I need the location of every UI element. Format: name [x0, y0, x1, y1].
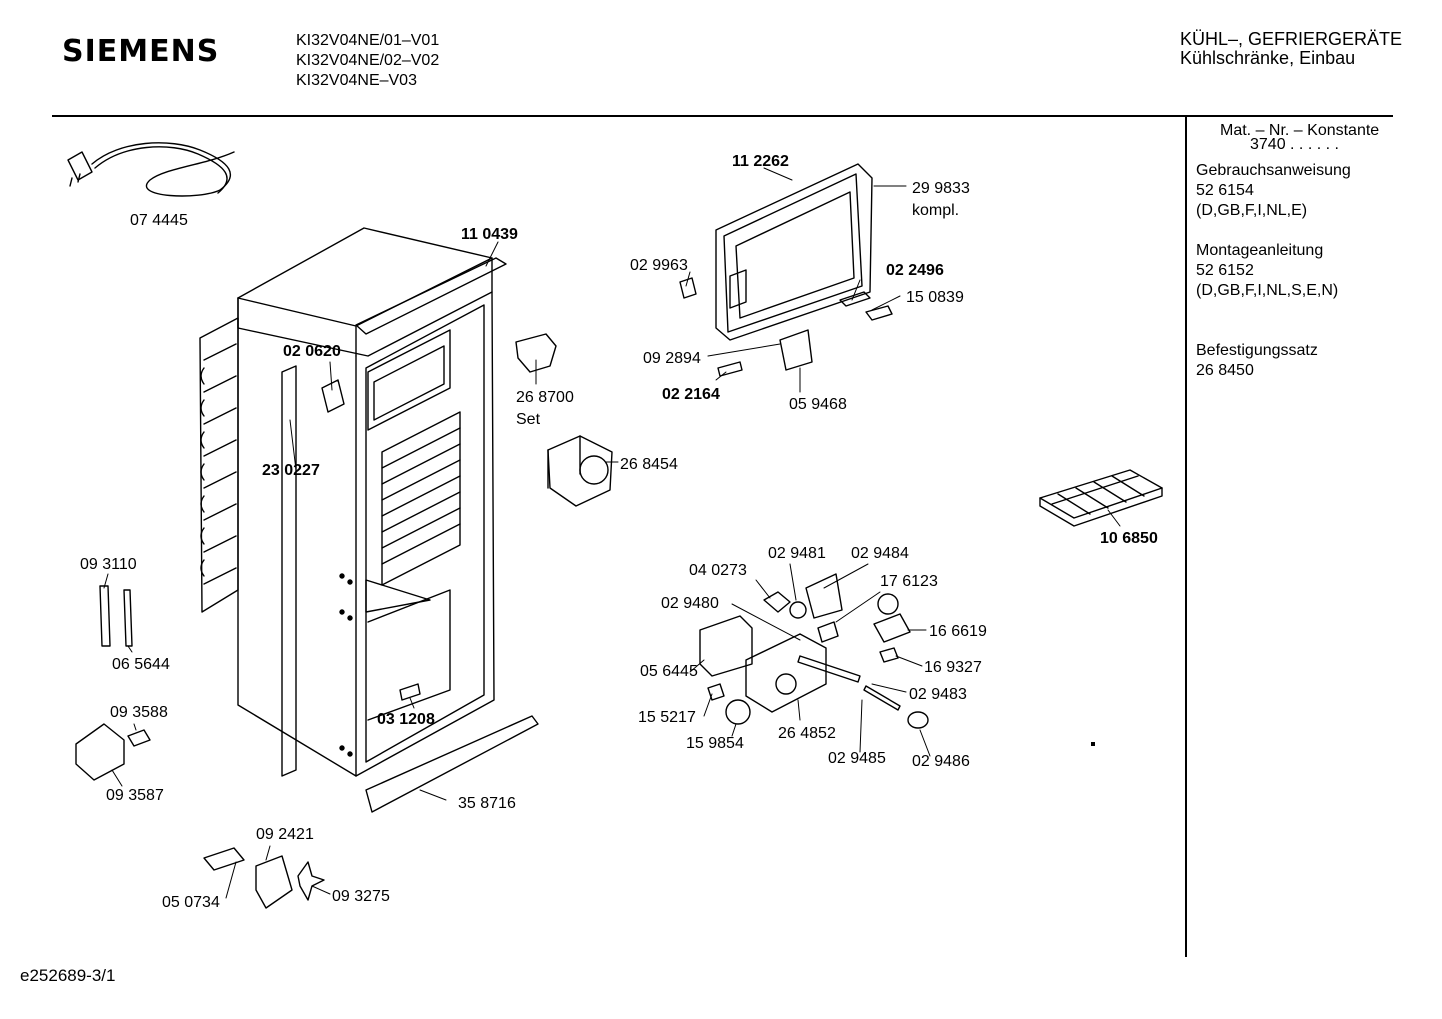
- part-label: 07 4445: [130, 212, 188, 229]
- part-label: 16 6619: [929, 623, 987, 640]
- part-label: 11 0439: [461, 226, 518, 243]
- part-label: 02 9483: [909, 686, 967, 703]
- model-list: KI32V04NE/01–V01 KI32V04NE/02–V02 KI32V0…: [296, 31, 439, 91]
- mat-value: 3740 . . . . . .: [1250, 136, 1339, 153]
- sidebar-divider: [1185, 117, 1187, 957]
- model-number: KI32V04NE/02–V02: [296, 52, 440, 69]
- part-label: 09 3275: [332, 888, 390, 905]
- entry-number: 52 6154: [1196, 182, 1254, 199]
- brand-logo: SIEMENS: [62, 34, 220, 69]
- category-subtitle: Kühlschränke, Einbau: [1180, 48, 1356, 68]
- ice-tray-illustration: [1039, 469, 1163, 527]
- part-label: 09 2894: [643, 350, 701, 367]
- part-label: 05 6445: [640, 663, 698, 680]
- sidebar-entry-installation: Montageanleitung 52 6152 (D,GB,F,I,NL,S,…: [1196, 241, 1338, 301]
- part-label: 02 9481: [768, 545, 826, 562]
- part-label: 05 9468: [789, 396, 847, 413]
- power-cord-illustration: [67, 142, 235, 197]
- part-label: 15 0839: [906, 289, 964, 306]
- entry-number: 26 8450: [1196, 362, 1254, 379]
- part-label: 02 0620: [283, 343, 341, 360]
- part-note: kompl.: [912, 202, 960, 219]
- part-label: 02 2496: [886, 262, 944, 279]
- entry-number: 52 6152: [1196, 262, 1254, 279]
- mat-label: Mat. – Nr. – Konstante: [1220, 122, 1380, 139]
- part-label: 02 9485: [828, 750, 886, 767]
- entry-title: Befestigungssatz: [1196, 342, 1318, 359]
- cabinet-illustration: [199, 227, 539, 813]
- entry-languages: (D,GB,F,I,NL,S,E,N): [1196, 282, 1339, 299]
- marker-dot: [1091, 742, 1095, 746]
- part-label: 23 0227: [262, 462, 320, 479]
- part-label: 15 9854: [686, 735, 744, 752]
- part-label: 26 4852: [778, 725, 836, 742]
- part-label: 03 1208: [377, 711, 435, 728]
- part-label: 02 2164: [662, 386, 720, 403]
- part-label: 15 5217: [638, 709, 696, 726]
- part-label: 17 6123: [880, 573, 938, 590]
- part-label: 29 9833: [912, 180, 970, 197]
- lamp-thermostat-group-illustration: [699, 573, 929, 729]
- entry-title: Gebrauchsanweisung: [1196, 162, 1351, 179]
- header-divider: [52, 115, 1393, 117]
- part-label: 05 0734: [162, 894, 220, 911]
- leader-lines: [103, 167, 1121, 899]
- part-label: 06 5644: [112, 656, 170, 673]
- category-title: KÜHL–, GEFRIERGERÄTE: [1180, 29, 1403, 49]
- part-label: 02 9480: [661, 595, 719, 612]
- part-label: 04 0273: [689, 562, 747, 579]
- part-label: 35 8716: [458, 795, 516, 812]
- part-label: 10 6850: [1100, 530, 1158, 547]
- part-label: 02 9486: [912, 753, 970, 770]
- part-label: 02 9484: [851, 545, 909, 562]
- part-label: 26 8700: [516, 389, 574, 406]
- part-note: Set: [516, 411, 541, 428]
- part-label: 02 9963: [630, 257, 688, 274]
- document-id: e252689-3/1: [20, 966, 116, 985]
- fan-cover-illustration: [547, 435, 613, 507]
- sidebar-entry-mounting-kit: Befestigungssatz 26 8450: [1196, 341, 1318, 381]
- freezer-door-illustration: [715, 163, 873, 341]
- category: KÜHL–, GEFRIERGERÄTE Kühlschränke, Einba…: [1180, 30, 1402, 68]
- part-label: 09 2421: [256, 826, 314, 843]
- model-number: KI32V04NE–V03: [296, 72, 417, 89]
- sidebar-entry-manual: Gebrauchsanweisung 52 6154 (D,GB,F,I,NL,…: [1196, 161, 1351, 221]
- part-label: 09 3588: [110, 704, 168, 721]
- part-label: 26 8454: [620, 456, 678, 473]
- part-label: 09 3110: [80, 556, 137, 573]
- part-label: 16 9327: [924, 659, 982, 676]
- model-number: KI32V04NE/01–V01: [296, 32, 440, 49]
- entry-languages: (D,GB,F,I,NL,E): [1196, 202, 1308, 219]
- entry-title: Montageanleitung: [1196, 242, 1324, 259]
- part-label: 09 3587: [106, 787, 164, 804]
- part-label: 11 2262: [732, 153, 789, 170]
